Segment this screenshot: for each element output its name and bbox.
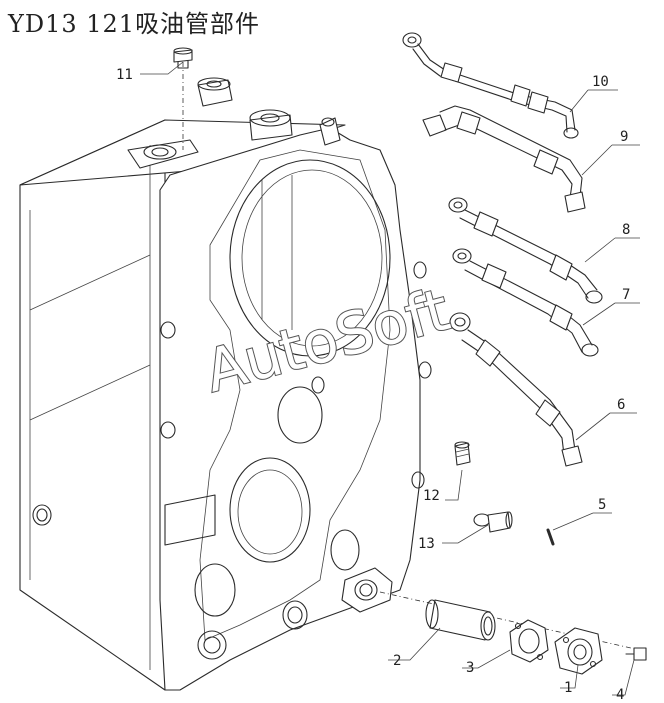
label-part-4: 4: [616, 687, 624, 703]
label-part-7: 7: [622, 287, 630, 303]
part-5-pin: [546, 528, 555, 546]
part-4-bolt: [625, 647, 647, 661]
center-line-bottom: [379, 591, 641, 651]
label-part-2: 2: [393, 653, 401, 669]
part-9-oil-pipe: [422, 105, 586, 213]
label-part-5: 5: [598, 497, 606, 513]
label-part-10: 10: [592, 74, 609, 90]
leader-lines: [140, 61, 640, 696]
part-2-sleeve: [425, 599, 496, 641]
label-part-6: 6: [617, 397, 625, 413]
label-part-1: 1: [564, 680, 572, 696]
part-12-fitting: [454, 441, 471, 466]
label-part-8: 8: [622, 222, 630, 238]
label-part-3: 3: [466, 660, 474, 676]
page-title: YD13 121吸油管部件: [8, 10, 261, 38]
part-7-oil-pipe: [452, 248, 599, 357]
label-part-13: 13: [418, 536, 435, 552]
part-1-flange: [554, 627, 603, 675]
part-13-banjo-bolt: [473, 511, 513, 533]
part-6-oil-pipe: [449, 312, 583, 467]
gearbox-housing: [19, 77, 432, 691]
part-3-gasket: [509, 619, 549, 663]
label-part-11: 11: [116, 67, 133, 83]
part-8-oil-pipe: [448, 197, 603, 304]
label-part-12: 12: [423, 488, 440, 504]
label-part-9: 9: [620, 129, 628, 145]
part-11-bolt: [173, 47, 193, 69]
